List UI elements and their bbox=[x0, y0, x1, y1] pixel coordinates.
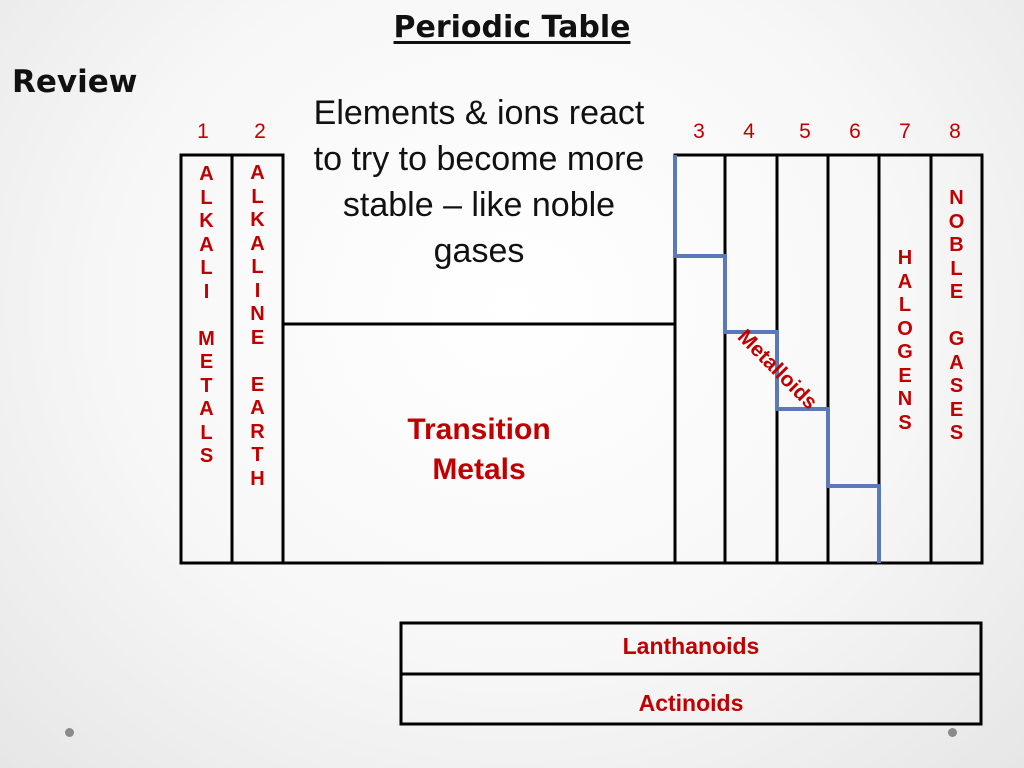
group-number-8: 8 bbox=[949, 120, 961, 143]
decorative-dot bbox=[948, 728, 957, 737]
group-number-5: 5 bbox=[799, 120, 811, 143]
actinoids-label: Actinoids bbox=[638, 690, 744, 716]
noble-gases-label: N O B L E G A S E S bbox=[948, 187, 965, 444]
group-number-4: 4 bbox=[743, 120, 755, 143]
actinoids-box bbox=[399, 672, 983, 726]
slide-title: Periodic Table bbox=[393, 10, 631, 45]
halogens-label: H A L O G E N S bbox=[897, 247, 913, 434]
metalloid-staircase-line bbox=[673, 155, 881, 563]
lanthanoids-label: Lanthanoids bbox=[622, 633, 760, 659]
group-number-1: 1 bbox=[197, 120, 209, 143]
alkaline-earth-label: A L K A L I N E E A R T H bbox=[250, 162, 265, 490]
group-number-6: 6 bbox=[849, 120, 861, 143]
decorative-dot bbox=[65, 728, 74, 737]
transition-metals-label: Transition Metals bbox=[407, 413, 551, 486]
stability-note: Elements & ions react to try to become m… bbox=[313, 94, 645, 270]
group-number-7: 7 bbox=[899, 120, 911, 143]
slide-subtitle: Review bbox=[12, 64, 138, 100]
group-number-2: 2 bbox=[254, 120, 266, 143]
group-number-3: 3 bbox=[693, 120, 705, 143]
alkali-metals-label: A L K A L I M E T A L S bbox=[198, 163, 215, 467]
